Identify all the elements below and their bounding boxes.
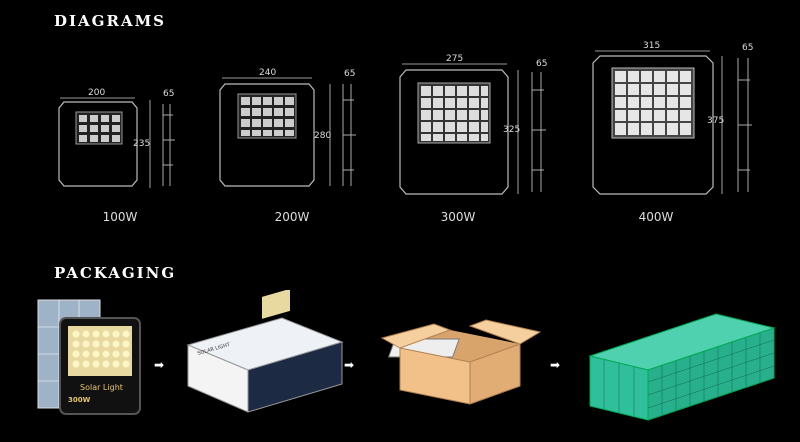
- label-100w: 100W: [102, 210, 138, 224]
- dim-100w-depth: 65: [163, 89, 174, 99]
- dim-300w-width: 275: [446, 54, 463, 64]
- diagram-400w: 315 375 65: [592, 41, 753, 195]
- dim-100w-height: 235: [133, 139, 150, 149]
- arrow-icon-2: ➡: [344, 358, 355, 372]
- arrow-icon-1: ➡: [154, 358, 165, 372]
- pallet-image: [588, 313, 776, 421]
- product-image: Solar Light 300W: [37, 299, 141, 415]
- carton-image: [380, 319, 542, 405]
- dim-300w-height: 325: [503, 125, 520, 135]
- retail-box-image: SOLAR LIGHT: [186, 290, 344, 413]
- dim-200w-width: 240: [259, 68, 276, 78]
- diagram-300w: 275 325 65: [399, 54, 547, 195]
- dim-400w-height: 375: [707, 116, 724, 126]
- label-400w: 400W: [638, 210, 674, 224]
- label-300w: 300W: [440, 210, 476, 224]
- diagrams-heading: DIAGRAMS: [54, 12, 167, 30]
- dim-200w-depth: 65: [344, 69, 355, 79]
- product-watt: 300W: [68, 396, 91, 404]
- dim-400w-width: 315: [643, 41, 660, 51]
- dim-400w-depth: 65: [742, 43, 753, 53]
- product-label: Solar Light: [80, 383, 123, 392]
- label-200w: 200W: [274, 210, 310, 224]
- dim-100w-width: 200: [88, 88, 105, 98]
- packaging-drawing: Solar Light 300W SOLAR LIGHT: [37, 290, 776, 421]
- arrow-icon-3: ➡: [550, 358, 561, 372]
- diagram-100w: 200 235 65: [58, 88, 175, 188]
- dim-300w-depth: 65: [536, 59, 547, 69]
- diagram-200w: 240 280 65: [219, 68, 356, 187]
- packaging-heading: PACKAGING: [54, 264, 177, 282]
- diagrams-drawing: 200 235 65 240 280 65 275: [58, 41, 753, 195]
- dim-200w-height: 280: [314, 131, 331, 141]
